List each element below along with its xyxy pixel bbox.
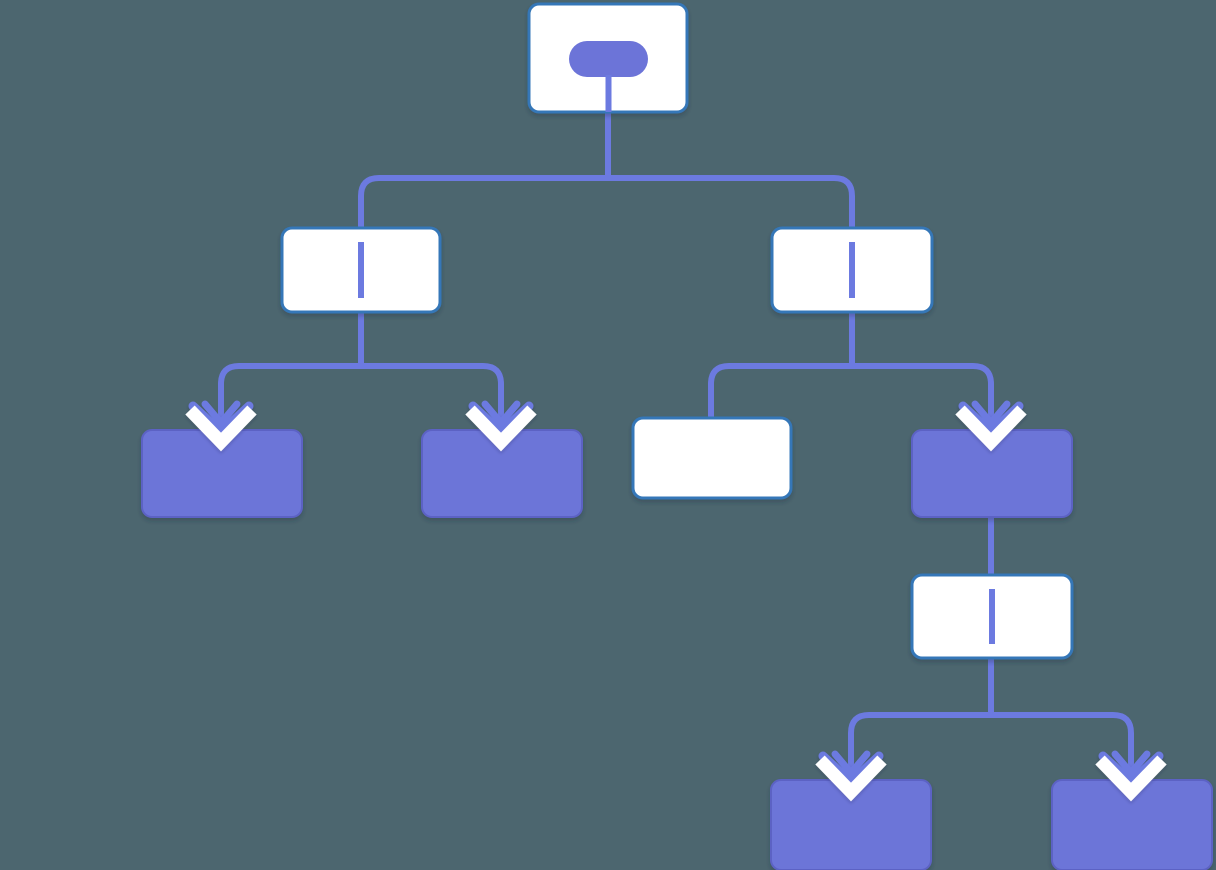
double-chevron-down-icon <box>955 400 1027 452</box>
connector-root-to-level2 <box>358 112 855 228</box>
connector-l2left-to-level3 <box>218 312 504 430</box>
double-chevron-down-icon <box>185 400 257 452</box>
arrow-tip-purple <box>971 400 1011 427</box>
arrow-tip-purple <box>201 400 241 427</box>
connector-layer <box>218 112 1134 780</box>
node-stem-layer <box>358 41 995 644</box>
node-l3-c[interactable] <box>631 416 793 500</box>
double-chevron-down-icon <box>465 400 537 452</box>
connector-l2right-to-level3 <box>708 312 994 430</box>
arrow-tip-purple <box>481 400 521 427</box>
arrow-chevron-white <box>465 405 537 452</box>
arrow-chevron-white <box>185 405 257 452</box>
double-chevron-down-icon <box>1095 750 1167 802</box>
root-pill-badge[interactable] <box>569 41 648 77</box>
arrow-tip-purple <box>831 750 871 777</box>
connector-l4-to-level5 <box>848 658 1134 780</box>
arrow-layer <box>185 400 1167 802</box>
arrow-chevron-white <box>1095 755 1167 802</box>
node-layer <box>141 2 1213 870</box>
arrow-chevron-white <box>955 405 1027 452</box>
double-chevron-down-icon <box>815 750 887 802</box>
arrow-chevron-white <box>815 755 887 802</box>
container-node-box[interactable] <box>631 416 793 500</box>
arrow-tip-purple <box>1111 750 1151 777</box>
